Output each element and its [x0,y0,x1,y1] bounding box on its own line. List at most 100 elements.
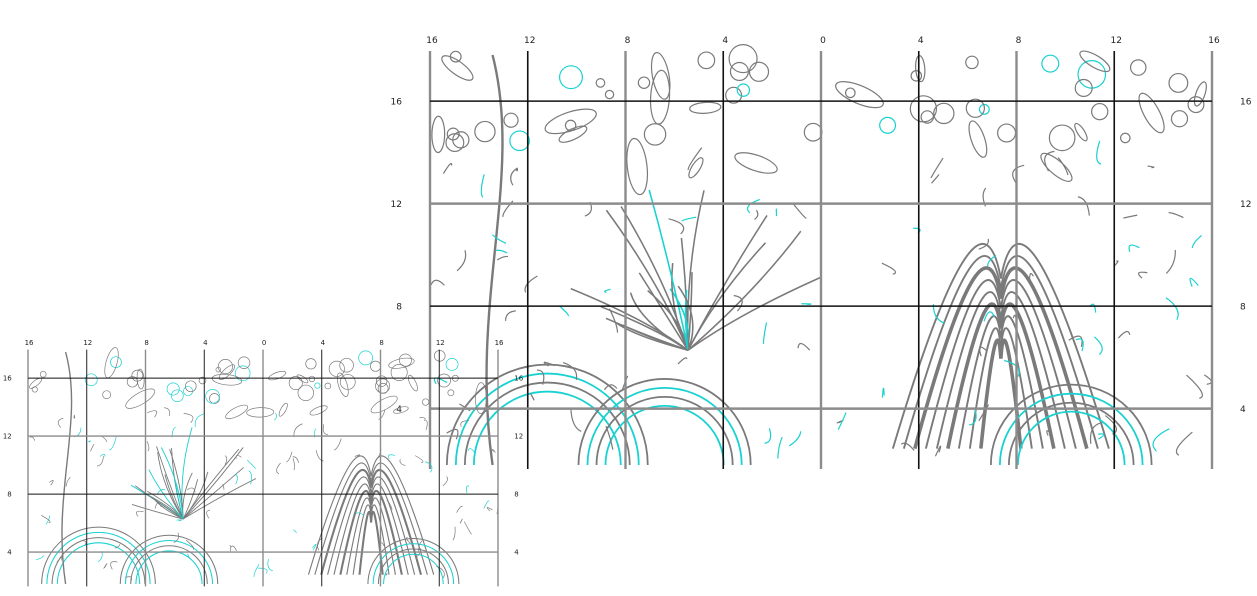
foliage-stroke [230,545,237,551]
foliage-stroke [65,476,71,487]
foliage-stroke [315,450,324,462]
leaf-motif [211,373,243,386]
row-label-right: 16 [514,375,523,383]
foliage-stroke [603,384,618,391]
foliage-stroke [187,487,196,493]
flower-motif [84,373,98,387]
flower-motif [390,364,408,381]
foliage-stroke [491,449,496,453]
leaf-motif [125,388,156,409]
fountain-arc [968,327,1033,449]
foliage-stroke [754,209,759,220]
flower-motif [643,123,667,146]
flower-motif [433,350,446,362]
foliage-stroke [1152,428,1170,452]
scroll-arch [577,378,752,466]
palm-frond [648,189,689,351]
fountain-arc [902,255,1099,449]
flower-motif [445,357,459,371]
row-label-left: 8 [7,491,11,499]
flower-motif [728,44,758,74]
foliage-stroke [385,573,388,576]
row-label-right: 8 [514,491,518,499]
flower-motif [422,398,430,406]
flower-motif [339,357,354,373]
row-label-left: 12 [3,433,12,441]
foliage-stroke [293,423,303,438]
flower-motif [1074,78,1093,98]
flower-motif [437,373,451,388]
foliage-stroke [978,238,990,250]
leaf-motif [246,407,275,418]
flower-motif [445,133,465,153]
foliage-stroke [1147,165,1155,169]
foliage-stroke [505,310,516,321]
scroll-arch [51,537,146,585]
foliage-stroke [510,167,518,186]
leaf-motif [370,395,398,414]
foliage-stroke [459,403,471,412]
foliage-stroke [154,502,162,509]
foliage-stroke [483,500,490,509]
fountain-arc [314,462,428,575]
fountain-arc [307,455,435,575]
palm-frond [182,467,244,520]
leaf-motif [296,374,309,384]
leaf-motif [650,51,671,100]
foliage-stroke [248,470,252,485]
palm-frond [182,448,240,520]
foliage-stroke [164,407,171,416]
flower-motif [1129,59,1147,76]
foliage-stroke [425,420,428,431]
leaf-motif [544,108,597,135]
leaf-motif [734,152,778,174]
flower-motif [452,131,470,149]
leaf-motif [915,55,926,83]
foliage-stroke [176,519,182,522]
scroll-arch [367,538,460,585]
foliage-stroke [90,444,95,452]
row-label-right: 4 [1240,405,1246,415]
scroll-arch [998,392,1144,466]
foliage-stroke [562,361,578,381]
foliage-stroke [333,438,342,451]
scroll-arch [1016,410,1126,466]
row-label-left: 8 [396,302,402,312]
flower-motif [370,360,382,372]
foliage-stroke [387,454,395,460]
flower-motif [166,382,180,396]
foliage-stroke [495,249,508,254]
grid-overlay [428,51,1214,469]
scroll-arch [130,545,208,585]
foliage-stroke [419,417,426,422]
flower-motif [102,390,112,400]
foliage-stroke [187,553,190,558]
foliage-stroke [604,288,611,293]
foliage-stroke [746,198,760,214]
foliage-stroke [292,458,296,471]
foliage-stroke [1165,297,1179,320]
flower-motif [297,384,314,402]
flower-motif [736,83,751,97]
column-label: 12 [83,339,92,347]
foliage-stroke [1123,214,1138,219]
foliage-stroke [1128,244,1140,252]
foliage-stroke [430,279,445,286]
foliage-stroke [286,451,293,463]
scroll-arch [1007,401,1135,466]
column-label: 12 [524,36,535,46]
leaf-motif [336,372,349,397]
flower-motif [1091,102,1109,121]
scroll-arch [372,543,455,585]
fountain-arc [924,279,1077,449]
foliage-stroke [425,461,433,473]
foliage-stroke [1098,433,1105,440]
row-label-left: 16 [3,375,12,383]
foliage-stroke [837,412,847,430]
fountain-arc [946,302,1056,449]
palm-frond [182,471,209,520]
foliage-stroke [543,361,555,367]
row-label-left: 12 [391,200,402,210]
foliage-stroke [881,387,885,398]
foliage-stroke [530,393,535,401]
